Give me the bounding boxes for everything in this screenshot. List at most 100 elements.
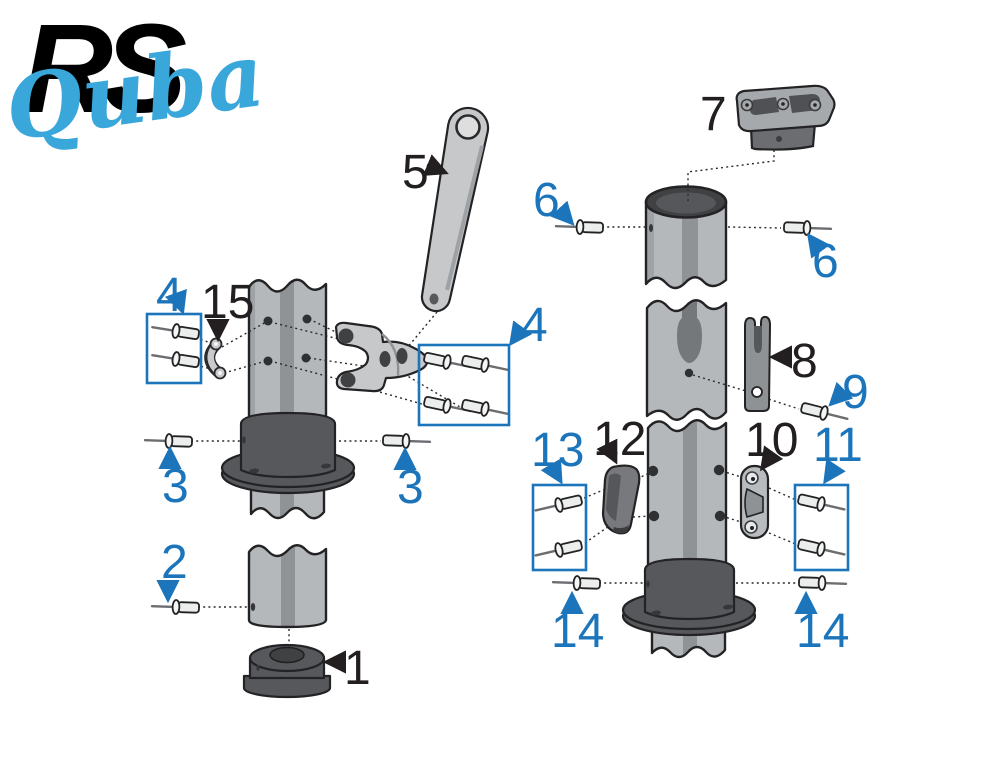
fork-notch-shadow: [754, 326, 762, 353]
masthead-base-hole: [776, 136, 782, 142]
plug-rivet-slot: [256, 665, 260, 671]
fork-body-hole: [396, 348, 408, 364]
lever-top-hole: [455, 114, 481, 140]
arrow-4-right: [508, 320, 533, 347]
rivet-icon: [150, 597, 201, 616]
fork-prong-hole: [340, 372, 356, 388]
rivet-icon: [532, 491, 585, 519]
label-4-left: 4: [156, 269, 183, 322]
plug-center-hole: [269, 646, 305, 664]
rivet-icon: [150, 347, 202, 371]
flange-screw-slot: [249, 468, 259, 474]
rivet-group-box-13: [531, 483, 588, 572]
rivet-icon: [143, 431, 194, 450]
part-5-gooseneck-lever: [420, 106, 490, 313]
lever-pivot-hole: [429, 293, 439, 305]
masthead-recess: [749, 97, 779, 115]
logo-rs-text: RS: [22, 0, 186, 139]
tube-rivet-hole: [713, 464, 725, 476]
label-11: 11: [813, 419, 863, 472]
collar-rivet-slot: [242, 436, 246, 444]
collar-rivet-slot: [646, 580, 650, 588]
label-14-right: 14: [796, 605, 849, 658]
lever-highlight: [445, 145, 484, 291]
right-mast-assembly: [621, 185, 757, 659]
rivet-icon: [795, 490, 848, 518]
arrow-13: [540, 458, 563, 485]
part-8-halyard-fork: [744, 315, 771, 412]
pad-eye-ridge: [744, 487, 764, 519]
rivet-icon: [459, 352, 512, 379]
arrow-5: [422, 154, 449, 176]
left-tube-upper-section: [247, 278, 328, 418]
arrow-11: [823, 458, 846, 485]
rivet-icon: [381, 432, 432, 451]
fork-prong-hole: [338, 328, 354, 344]
arrow-6-right: [806, 232, 831, 259]
part-1-mast-heel-plug: [242, 643, 332, 699]
label-6-right: 6: [812, 235, 839, 288]
right-tube-middle-section: [645, 299, 728, 421]
part-number-labels: 4 15 5 4 3 3 2 1 6 6 7 8 9 12 10 13 11 1…: [156, 88, 869, 695]
right-mast-collar: [621, 557, 757, 637]
left-tube-lower-section: [247, 544, 328, 629]
rivet-group-box-11: [793, 483, 850, 572]
rivet-icon: [459, 396, 512, 423]
part-10-pad-eye: [739, 464, 770, 540]
tube-rivet-slot: [250, 603, 256, 611]
label-5: 5: [402, 146, 429, 199]
fork-chamfer-line: [381, 333, 400, 377]
callout-arrows: [156, 154, 854, 674]
arrow-4-left: [164, 288, 187, 315]
fairlead-inner-shadow: [606, 473, 621, 521]
left-mast-collar: [220, 411, 356, 495]
label-8: 8: [791, 335, 818, 388]
tube-rivet-hole: [263, 316, 273, 326]
fork-rivet-hole: [751, 386, 763, 398]
rivet-icon: [551, 573, 602, 592]
label-4-right: 4: [521, 299, 548, 352]
left-mast-assembly: [220, 278, 356, 699]
label-15: 15: [201, 276, 254, 329]
tube-rivet-hole: [648, 510, 660, 522]
fork-body-hole: [379, 351, 391, 367]
rivet-icon: [782, 219, 833, 238]
part-15-lacing-clip: [204, 337, 227, 380]
arrow-12: [596, 438, 618, 465]
flange-screw-slot: [321, 463, 331, 469]
sail-feed-slot: [677, 300, 702, 363]
tube-rivet-hole: [263, 356, 273, 366]
label-1: 1: [344, 642, 371, 695]
clip-eyelet-hole: [218, 371, 222, 375]
gooseneck-fork-fitting: [334, 321, 429, 393]
tube-rivet-hole: [301, 353, 311, 363]
flange-screw-slot: [651, 610, 661, 616]
label-12: 12: [593, 413, 646, 466]
arrow-9: [828, 381, 854, 407]
label-9: 9: [842, 366, 869, 419]
rivet-icon: [150, 319, 202, 343]
rivet-group-box-4-right: [417, 343, 511, 427]
label-7: 7: [700, 88, 727, 141]
tube-rivet-hole: [684, 368, 694, 378]
rivet-icon: [797, 574, 848, 593]
flange-screw-slot: [723, 604, 733, 610]
label-6-left: 6: [533, 174, 560, 227]
part-7-masthead-fitting: [735, 84, 836, 151]
part-12-fairlead: [601, 464, 641, 535]
label-3-left: 3: [162, 460, 189, 513]
tube-rivet-hole: [714, 510, 726, 522]
right-tube-lower-section: [646, 419, 728, 567]
brand-logo: RS Quba: [0, 0, 270, 161]
arrow-10: [759, 445, 784, 472]
tube-rivet-slot: [649, 224, 653, 232]
mast-top-bore: [656, 192, 716, 214]
rivet-icon: [532, 536, 585, 564]
rivet-icon: [795, 535, 848, 563]
label-13: 13: [531, 424, 584, 477]
tube-rivet-hole: [302, 314, 312, 324]
label-14-left: 14: [551, 605, 604, 658]
right-tube-top-section: [644, 185, 728, 290]
